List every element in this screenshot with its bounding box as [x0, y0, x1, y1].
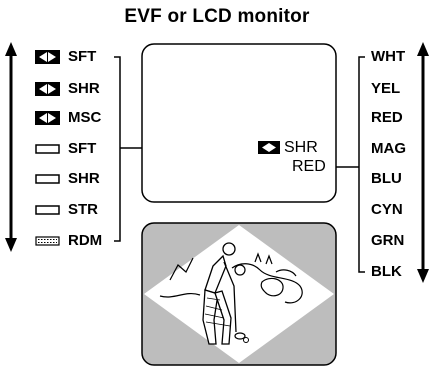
color-item: BLK — [371, 263, 402, 280]
solid-box-arrows-icon — [35, 82, 60, 96]
mode-item: MSC — [35, 109, 101, 127]
left-bracket — [114, 56, 121, 242]
mode-label: RDM — [68, 232, 103, 249]
color-item: YEL — [371, 80, 401, 97]
screen-mode-icon — [258, 141, 280, 154]
monitor-frame — [141, 43, 337, 203]
outline-box-icon — [35, 205, 60, 215]
screen-mode-label: SHR — [284, 139, 318, 156]
mode-label: MSC — [68, 109, 102, 126]
mode-label: STR — [68, 201, 98, 218]
color-item: BLU — [371, 170, 402, 187]
right-double-arrow — [417, 42, 429, 283]
color-item: GRN — [371, 232, 405, 249]
outline-box-icon — [35, 144, 60, 154]
screen-color-label: RED — [292, 158, 326, 175]
right-bracket — [358, 56, 365, 273]
mode-label: SFT — [68, 140, 97, 157]
color-item: CYN — [371, 201, 403, 218]
outline-box-icon — [35, 174, 60, 184]
mode-item: SFT — [35, 48, 96, 66]
color-item: MAG — [371, 140, 406, 157]
mode-label: SHR — [68, 170, 100, 187]
mode-label: SFT — [68, 48, 97, 65]
solid-box-arrows-icon — [35, 50, 60, 64]
diagram-title: EVF or LCD monitor — [124, 6, 310, 27]
mode-label: SHR — [68, 80, 100, 97]
dotted-box-icon — [35, 236, 60, 246]
color-item: RED — [371, 109, 403, 126]
mode-item: SFT — [35, 140, 96, 158]
mode-item: SHR — [35, 80, 100, 98]
mode-item: RDM — [35, 232, 102, 250]
picture-panel — [141, 222, 337, 366]
left-double-arrow — [5, 42, 17, 252]
mode-item: SHR — [35, 170, 100, 188]
solid-box-arrows-icon — [35, 111, 60, 125]
color-item: WHT — [371, 48, 406, 65]
mode-item: STR — [35, 201, 98, 219]
